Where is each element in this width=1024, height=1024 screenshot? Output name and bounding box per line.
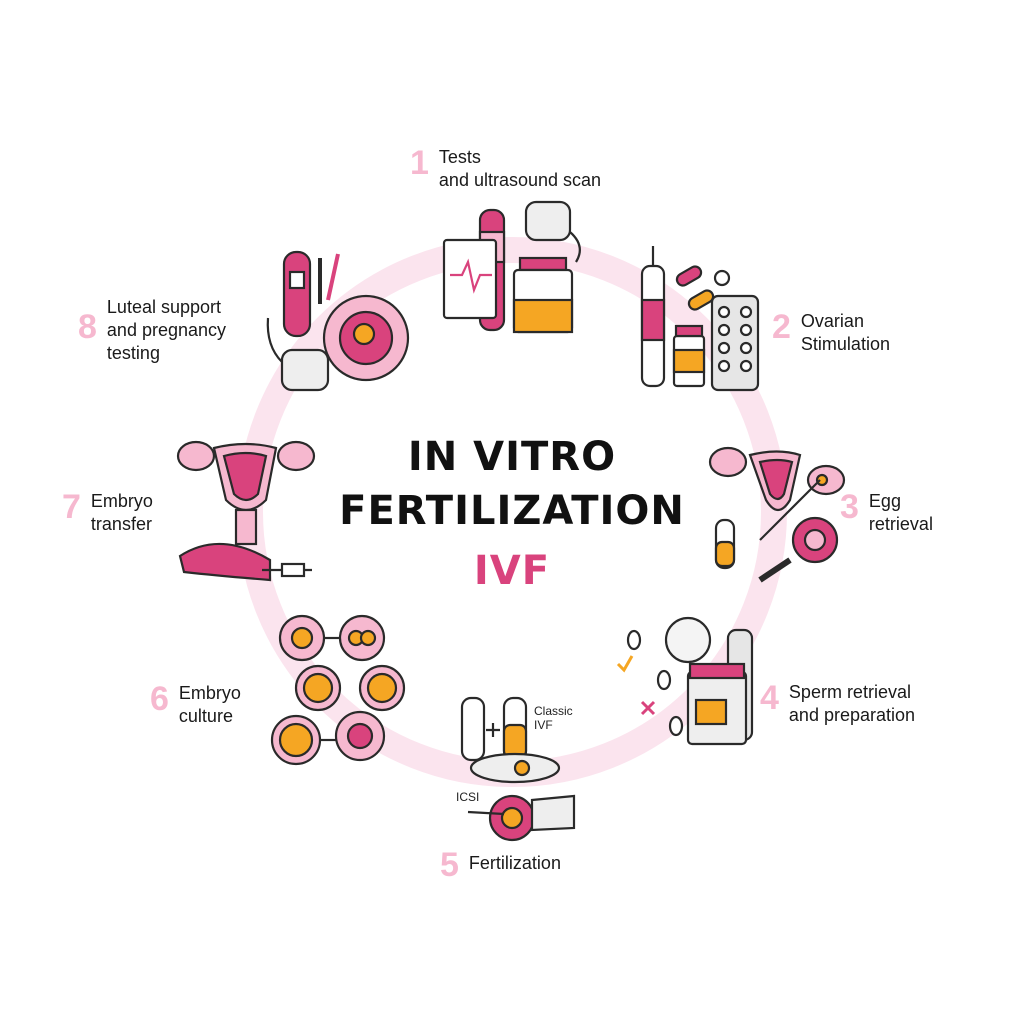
classic-ivf-label-line-2: IVF bbox=[534, 718, 553, 732]
step-3-label-line-1: Egg bbox=[868, 491, 901, 511]
embryo-transfer-illustration bbox=[176, 440, 316, 582]
step-7: 7 Embryo transfer bbox=[62, 490, 153, 536]
ovarian-stimulation-illustration bbox=[640, 246, 760, 392]
title-line-1: IN VITRO bbox=[407, 434, 617, 480]
step-4: 4 Sperm retrieval and preparation bbox=[760, 681, 915, 727]
step-8-label-line-3: testing bbox=[106, 343, 160, 363]
step-6: 6 Embryo culture bbox=[150, 682, 241, 728]
step-7-number: 7 bbox=[62, 488, 81, 526]
step-5-number: 5 bbox=[440, 846, 459, 884]
step-1-number: 1 bbox=[410, 144, 429, 182]
step-4-label-line-1: Sperm retrieval bbox=[788, 682, 911, 702]
step-6-label-line-1: Embryo bbox=[178, 683, 241, 703]
luteal-support-illustration bbox=[266, 250, 410, 392]
step-5: 5 Fertilization bbox=[440, 848, 561, 882]
sperm-retrieval-illustration bbox=[616, 616, 754, 746]
step-4-label-line-2: and preparation bbox=[788, 705, 916, 725]
step-5-label-line-1: Fertilization bbox=[468, 853, 561, 873]
tests-illustration bbox=[442, 200, 581, 334]
step-8: 8 Luteal support and pregnancy testing bbox=[78, 296, 226, 365]
step-3-label-line-2: retrieval bbox=[868, 514, 933, 534]
step-3-number: 3 bbox=[840, 488, 859, 526]
step-2-number: 2 bbox=[772, 308, 791, 346]
step-3: 3 Egg retrieval bbox=[840, 490, 933, 536]
step-8-number: 8 bbox=[78, 308, 97, 346]
step-1-label-line-2: and ultrasound scan bbox=[438, 170, 602, 190]
step-7-label-line-2: transfer bbox=[90, 514, 152, 534]
step-8-label-line-2: and pregnancy bbox=[106, 320, 227, 340]
classic-ivf-label-line-1: Classic bbox=[534, 704, 573, 718]
step-6-number: 6 bbox=[150, 680, 169, 718]
step-8-label-line-1: Luteal support bbox=[106, 297, 222, 317]
egg-retrieval-illustration bbox=[708, 446, 846, 583]
step-4-number: 4 bbox=[760, 679, 779, 717]
step-2-label-line-1: Ovarian bbox=[800, 311, 864, 331]
title-line-2: FERTILIZATION bbox=[339, 488, 685, 534]
step-6-label-line-2: culture bbox=[178, 706, 233, 726]
step-2-label-line-2: Stimulation bbox=[800, 334, 890, 354]
classic-ivf-label: Classic IVF bbox=[534, 704, 573, 732]
step-1: 1 Tests and ultrasound scan bbox=[410, 146, 601, 192]
step-7-label-line-1: Embryo bbox=[90, 491, 153, 511]
step-2: 2 Ovarian Stimulation bbox=[772, 310, 890, 356]
embryo-culture-illustration bbox=[270, 614, 406, 766]
title-ivf: IVF bbox=[473, 548, 551, 594]
fertilization-illustration bbox=[460, 696, 576, 842]
icsi-label: ICSI bbox=[456, 790, 480, 804]
step-1-label-line-1: Tests bbox=[438, 147, 481, 167]
